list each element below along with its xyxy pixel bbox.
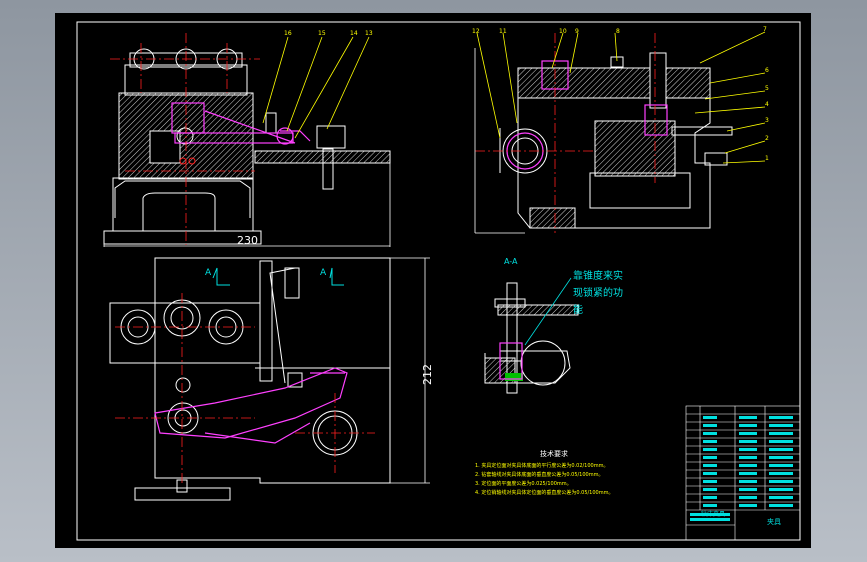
- side-section-view: [499, 52, 733, 229]
- tech-requirement-2: 2. 钻套轴线对夹具体底面的垂直度公差为0.05/100mm。: [475, 471, 603, 478]
- part-number-11: 11: [499, 28, 507, 35]
- part-number-3: 3: [765, 117, 769, 124]
- tech-requirements-title: 技术要求: [540, 449, 568, 458]
- section-title: A-A: [504, 257, 518, 266]
- dimension-212: [390, 257, 430, 484]
- leaders-left: [262, 36, 370, 139]
- part-number-8: 8: [616, 28, 620, 35]
- part-number-14: 14: [350, 30, 358, 37]
- cad-drawing: 230 16 15 14 13: [76, 21, 801, 541]
- part-number-16: 16: [284, 30, 292, 37]
- part-number-9: 9: [575, 28, 579, 35]
- part-number-13: 13: [365, 30, 373, 37]
- annotation-line-1: 靠锥度来实: [573, 269, 623, 282]
- section-markers: [212, 267, 344, 286]
- dimension-230-label: 230: [237, 234, 258, 247]
- part-number-1: 1: [765, 155, 769, 162]
- tech-requirement-1: 1. 夹具定位面对夹具体底面的平行度公差为0.02/100mm。: [475, 462, 608, 469]
- parts-list-cells: [690, 416, 793, 521]
- dimension-230: [103, 163, 391, 247]
- part-number-5: 5: [765, 85, 769, 92]
- dimension-212-label: 212: [421, 364, 434, 385]
- section-aa-view: [484, 282, 579, 394]
- section-marker-left: A: [205, 268, 212, 278]
- top-view-highlight: [154, 367, 348, 444]
- drawing-frame: [76, 21, 801, 541]
- part-number-12: 12: [472, 28, 480, 35]
- top-view: [109, 257, 391, 501]
- title-block-label: 钻床夹具: [701, 510, 725, 518]
- title-block-name: 夹具: [767, 517, 781, 526]
- annotation-line-2: 现锁紧的功: [573, 286, 623, 299]
- part-number-15: 15: [318, 30, 326, 37]
- part-number-7: 7: [763, 26, 767, 33]
- section-marker-right: A: [320, 268, 327, 278]
- side-view-centerlines: [475, 33, 656, 233]
- tech-requirement-4: 4. 定位销轴线对夹具体定位面的垂直度公差为0.05/100mm。: [475, 489, 613, 496]
- section-leader: [524, 277, 572, 346]
- parts-list: [685, 405, 801, 541]
- section-green-fill: [505, 373, 523, 381]
- top-view-centerlines: [115, 293, 375, 483]
- part-number-4: 4: [765, 101, 769, 108]
- front-view-centerlines: [110, 33, 260, 245]
- front-view: [103, 48, 391, 245]
- section-aa-highlight: [499, 342, 523, 380]
- drawing-sheet: 230 16 15 14 13: [55, 13, 811, 548]
- front-view-highlight: [171, 102, 311, 145]
- part-number-2: 2: [765, 135, 769, 142]
- part-number-10: 10: [559, 28, 567, 35]
- leaders-right: [476, 31, 766, 164]
- part-number-6: 6: [765, 67, 769, 74]
- tech-requirement-3: 3. 定位面的平面度公差为0.025/100mm。: [475, 480, 572, 487]
- annotation-line-3: 能: [573, 303, 583, 316]
